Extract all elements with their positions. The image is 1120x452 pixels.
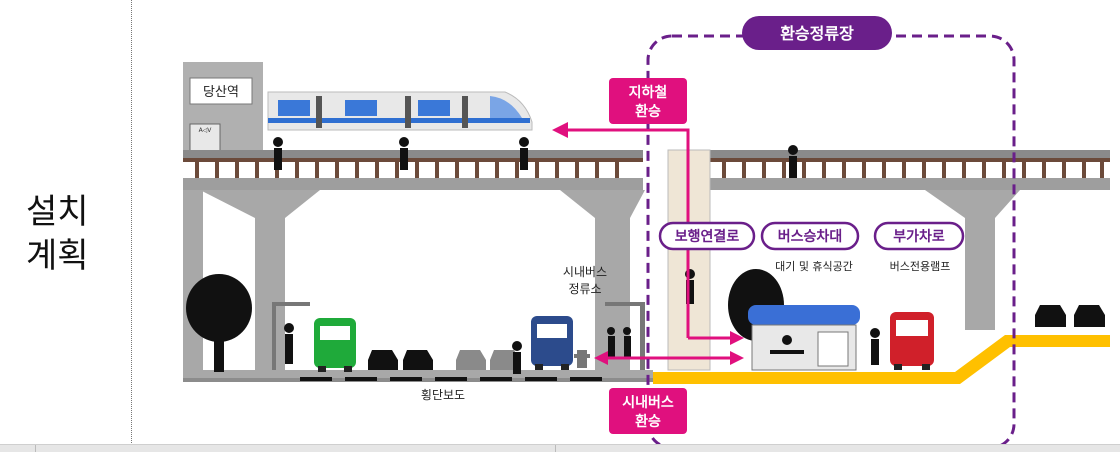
bus-blue [531, 316, 573, 370]
bus-platform-sublabel: 대기 및 휴식공간 [775, 260, 853, 273]
walkway-label: 보행연결로 [675, 228, 740, 245]
city-bus-transfer-line2: 환승 [635, 413, 661, 430]
subway-transfer-line1: 지하철 [629, 84, 668, 101]
pedestrians [273, 137, 880, 374]
cars-grey [456, 350, 520, 370]
bus-red [890, 312, 934, 370]
divider-line [131, 0, 132, 451]
subway-transfer-badge [609, 78, 687, 124]
cars-black [368, 305, 1105, 370]
bottom-strip [0, 444, 1120, 452]
city-bus-transfer-badge [609, 388, 687, 434]
shelter-middle [605, 302, 645, 370]
pillar-middle [560, 190, 645, 370]
extra-lane-pill [873, 221, 965, 251]
deck-slab-left [183, 178, 643, 190]
elevator-door [189, 123, 221, 153]
deck-rail-top [183, 150, 643, 158]
subway-train [267, 91, 533, 131]
bollard [574, 350, 590, 368]
station-name: 당산역 [203, 85, 239, 100]
transfer-route-lines [566, 128, 735, 360]
bus-platform-pill [760, 221, 860, 251]
strip-divider [35, 445, 36, 452]
pillar-edge [183, 190, 203, 370]
pillar-right [925, 190, 1020, 330]
side-title-line2: 계획 [26, 236, 89, 276]
bus-platform-label: 버스승차대 [778, 228, 842, 245]
route-arrowheads [552, 122, 744, 365]
pillar-left [200, 190, 320, 370]
subway-transfer-line2: 환승 [635, 103, 661, 120]
extra-lane-sublabel: 버스전용램프 [890, 260, 951, 273]
transfer-stop-badge [742, 16, 892, 50]
crosswalk-label: 횡단보도 [421, 388, 465, 402]
deck-slab-right [710, 178, 1110, 190]
bus-platform-shelter [748, 305, 860, 371]
side-title: 설치 계획 [26, 190, 106, 278]
city-bus-stop-line1: 시내버스 [563, 265, 607, 279]
crosswalk-stripes [300, 377, 602, 381]
av-sign: A◁V [199, 127, 213, 134]
city-bus-transfer-line1: 시내버스 [622, 394, 674, 411]
transfer-stop-label: 환승정류장 [780, 24, 854, 43]
deck-rail-top-right [710, 150, 1110, 158]
transfer-zone-boundary [646, 34, 1016, 444]
bus-ramp [653, 335, 1110, 384]
bus-green [314, 318, 356, 372]
strip-divider [555, 445, 556, 452]
shelter-left [272, 302, 310, 370]
city-bus-stop-line2: 정류소 [568, 282, 601, 296]
tree-left [186, 274, 252, 372]
side-title-line1: 설치 [26, 192, 89, 232]
walkway-pill [658, 221, 756, 251]
deck-railing-right [710, 158, 1110, 182]
station-sign [189, 77, 253, 105]
extra-lane-label: 부가차로 [893, 229, 945, 245]
